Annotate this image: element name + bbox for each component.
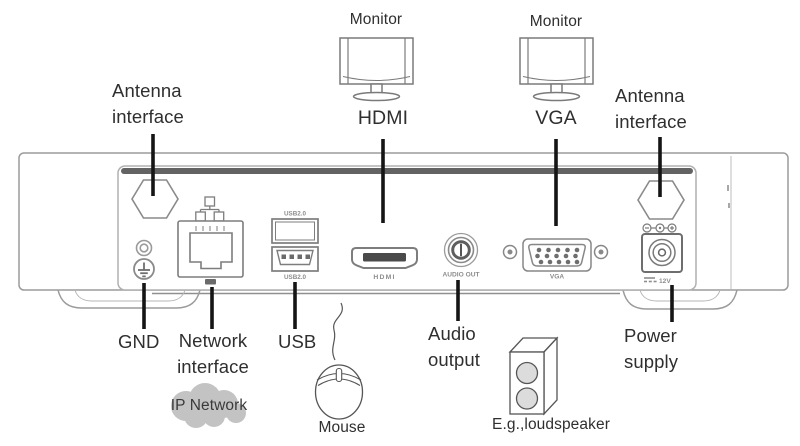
polarity-icon [642,223,677,233]
mouse-scroll-wheel [335,367,343,383]
power-port-label: 12V [659,278,671,285]
antenna-hole-left [131,179,179,219]
loudspeaker-icon [508,336,559,416]
label-antenna-interface-right: Antenna interface [615,85,687,132]
ethernet-port [177,196,244,285]
label-monitor-vga: Monitor [529,13,583,30]
panel-top-bar [121,168,693,174]
chassis-foot-left [57,289,201,309]
antenna-hole-right [637,180,685,220]
label-loudspeaker: E.g.,loudspeaker [492,416,610,433]
screw-hole [135,239,153,257]
mouse-icon [314,302,364,420]
usb-bottom-port-label: USB2.0 [284,274,307,281]
leader-lines [142,134,674,329]
vga-pin-holes [535,247,580,265]
label-network-interface: Network interface [177,330,249,377]
mouse-cable [332,302,343,361]
label-hdmi: HDMI [357,107,409,129]
vga-screw-left [502,244,518,260]
label-power-supply: Power supply [624,325,679,372]
vga-port-label: VGA [550,274,565,281]
usb-port-bottom [271,246,319,272]
hdmi-slot [363,253,406,262]
audio-out-port-label: AUDIO OUT [443,272,480,279]
monitor-icon-hdmi [339,37,414,102]
gnd-terminal-icon [133,258,155,280]
label-antenna-interface-left: Antenna interface [112,80,184,127]
vga-screw-right [593,244,609,260]
audio-out-jack: AUDIO OUT [443,232,480,279]
monitor-icon-vga [519,37,594,102]
label-usb: USB [278,331,317,352]
hdmi-port-label: HDMI [373,274,395,281]
dc-symbol [644,277,657,283]
power-jack: 12V [641,223,683,285]
label-monitor-hdmi: Monitor [349,11,403,28]
label-vga: VGA [535,107,577,129]
label-mouse: Mouse [318,419,366,436]
label-ip-network: IP Network [170,397,248,414]
vga-port: VGA [502,238,609,281]
usb-top-port-label: USB2.0 [284,211,307,218]
ethernet-port-label-mark [205,279,216,285]
chassis-foot-right [622,289,738,310]
label-audio-output: Audio output [428,323,481,370]
label-gnd: GND [118,331,160,352]
usb-ports: USB2.0 USB2.0 [271,211,319,281]
ip-network-cloud [171,383,246,428]
hdmi-port: HDMI [351,247,418,281]
